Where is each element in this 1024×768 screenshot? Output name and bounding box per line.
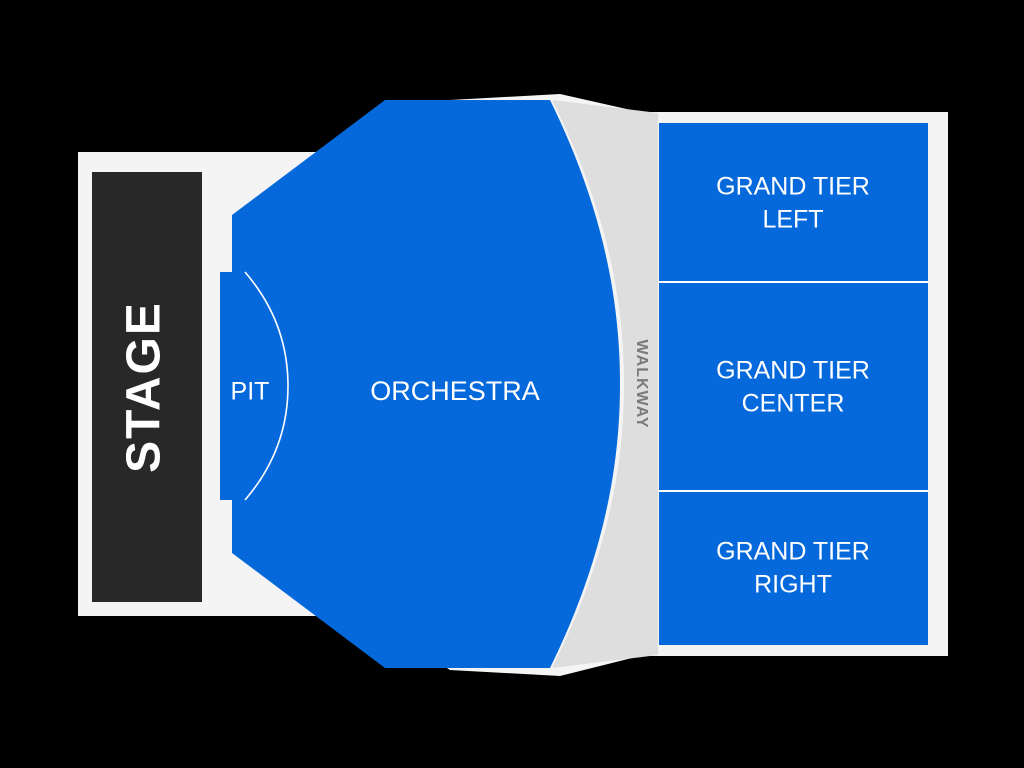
section-grand-tier-left[interactable] <box>659 123 928 281</box>
walkway-label: WALKWAY <box>633 339 650 428</box>
stage-block[interactable] <box>92 172 202 602</box>
walkway-band <box>552 100 658 668</box>
section-orchestra[interactable] <box>232 100 620 668</box>
pit-orchestra-divider <box>244 271 289 501</box>
section-grand-tier-center[interactable] <box>659 283 928 490</box>
section-grand-tier-right[interactable] <box>659 492 928 645</box>
